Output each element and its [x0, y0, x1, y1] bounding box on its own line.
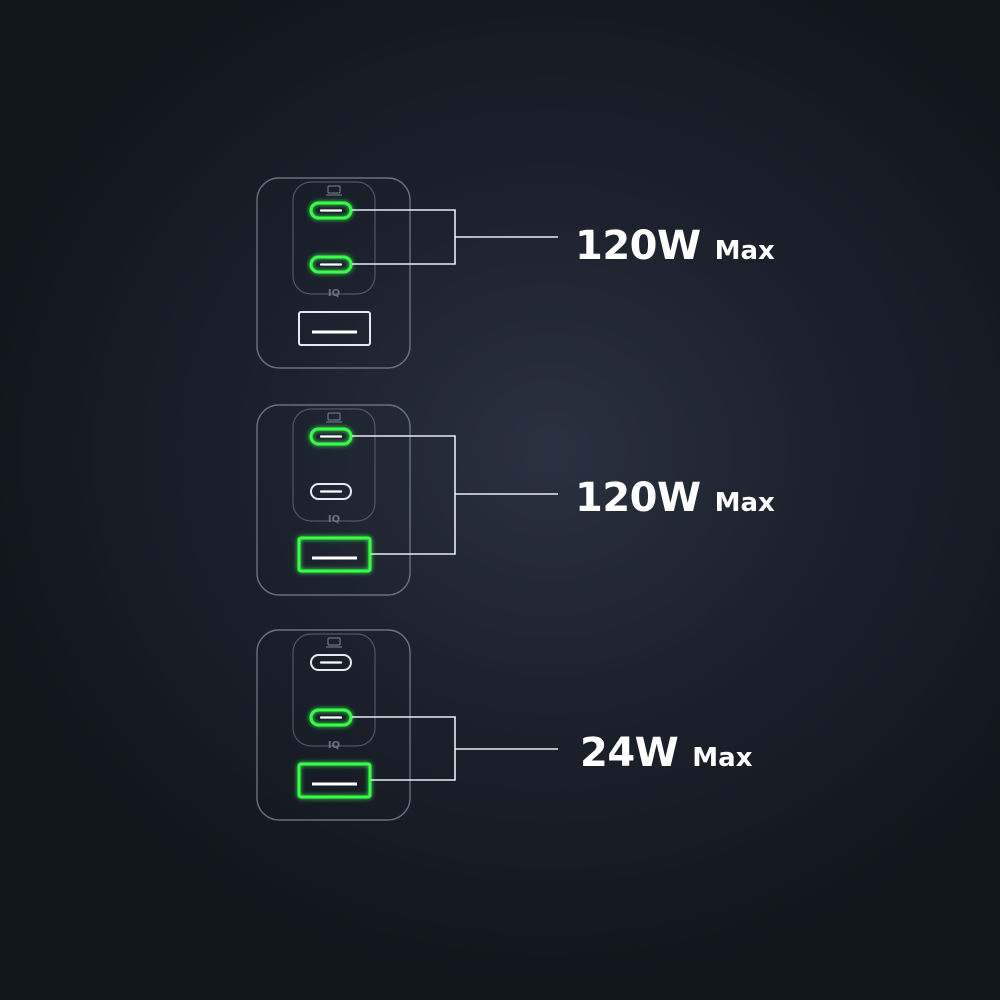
connector-line [352, 435, 456, 555]
wattage-value: 120W [575, 223, 701, 269]
port-indicator-icon [326, 412, 342, 423]
c-port-panel [292, 633, 376, 747]
charger-body [256, 629, 411, 821]
c-port-panel [292, 181, 376, 295]
usb-c-port-1 [309, 427, 353, 446]
charger-2: IQ [256, 404, 558, 596]
usb-a-port [297, 762, 372, 799]
power-label-2: 120W Max [575, 478, 775, 518]
iq-logo: IQ [328, 514, 340, 525]
iq-logo: IQ [328, 740, 340, 751]
usb-a-port [297, 536, 372, 573]
max-label: Max [714, 488, 775, 518]
usb-c-port-1 [309, 201, 353, 220]
usb-c-port-2 [309, 255, 353, 274]
usb-c-port-2 [310, 483, 352, 500]
power-label-3: 24W Max [580, 733, 753, 773]
wattage-value: 120W [575, 475, 701, 521]
max-label: Max [692, 743, 753, 773]
power-label-1: 120W Max [575, 226, 775, 266]
charger-body [256, 404, 411, 596]
charger-1: IQ [256, 177, 558, 369]
wattage-value: 24W [580, 730, 679, 776]
connector-line [352, 716, 456, 781]
port-indicator-icon [326, 185, 342, 196]
usb-a-port [298, 311, 371, 346]
charger-3: IQ [256, 629, 558, 821]
usb-c-port-2 [309, 708, 353, 727]
port-indicator-icon [326, 637, 342, 648]
usb-c-port-1 [310, 654, 352, 671]
iq-logo: IQ [328, 288, 340, 299]
max-label: Max [714, 236, 775, 266]
c-port-panel [292, 408, 376, 522]
charger-body [256, 177, 411, 369]
connector-line [352, 209, 456, 265]
